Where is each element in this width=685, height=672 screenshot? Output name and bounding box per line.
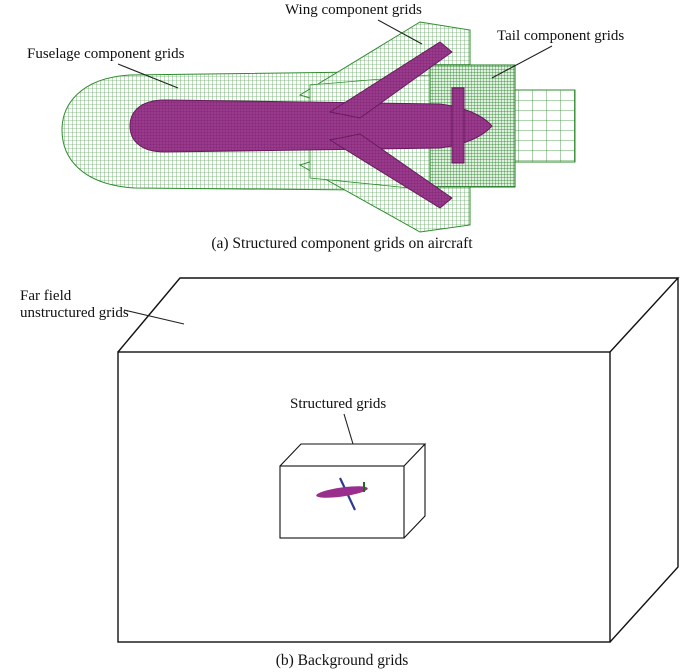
fuselage-leader (117, 63, 179, 89)
tail-label: Tail component grids (497, 28, 624, 44)
structured-box-top-face (279, 443, 427, 467)
wing-upper (328, 41, 453, 119)
structured-box-right-face (403, 444, 426, 539)
far-field-top-face (117, 277, 680, 353)
far-field-label-line1: Far field (20, 288, 72, 304)
tail-fin (451, 87, 465, 164)
far-field-right-face (609, 278, 679, 643)
far-field-leader (123, 309, 185, 325)
panel-b-caption: (b) Background grids (276, 652, 409, 669)
structured-leader (343, 413, 354, 445)
fuselage-body (129, 99, 493, 153)
structured-box-front-face (279, 465, 405, 539)
fuselage-label: Fuselage component grids (27, 46, 185, 62)
wing-label: Wing component grids (285, 2, 422, 18)
mini-fuselage (316, 486, 368, 498)
panel-a-aircraft-grids: Fuselage component grids Wing component … (27, 2, 624, 252)
far-field-front-face (117, 351, 611, 643)
panel-a-caption: (a) Structured component grids on aircra… (211, 235, 473, 252)
panel-b-background-grids: Far field unstructured grids Structured … (20, 277, 680, 669)
mini-aircraft (316, 477, 368, 511)
structured-label: Structured grids (290, 396, 386, 412)
tail-leader (491, 45, 553, 79)
wing-leader (377, 19, 423, 45)
wing-lower (328, 133, 453, 209)
far-field-label-line2: unstructured grids (20, 305, 129, 321)
